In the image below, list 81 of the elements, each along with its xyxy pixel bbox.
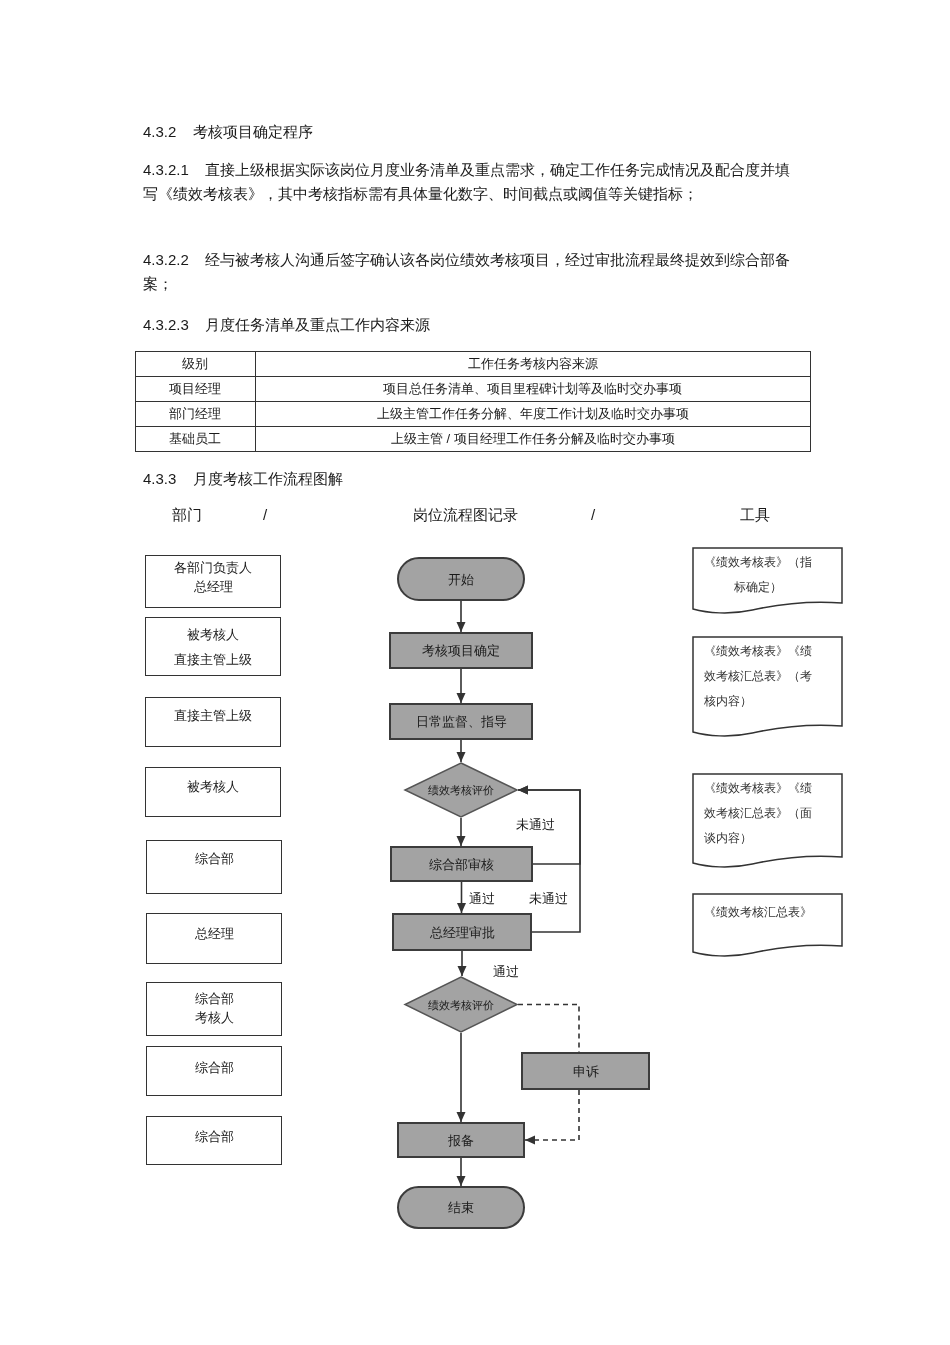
department-box bbox=[146, 913, 282, 964]
document-shape bbox=[692, 547, 843, 614]
step-label: 日常监督、指导 bbox=[415, 713, 507, 731]
department-box bbox=[145, 617, 281, 676]
role-label: 综合部 bbox=[194, 1128, 234, 1146]
role-label: 直接主管上级 bbox=[174, 707, 252, 725]
arrow bbox=[517, 785, 581, 933]
role-label: 总经理 bbox=[193, 578, 233, 596]
job-level-cell: 部门经理 bbox=[135, 401, 256, 427]
document-shape bbox=[692, 636, 843, 737]
step-label: 报备 bbox=[448, 1131, 474, 1150]
slash-separator: / bbox=[591, 505, 596, 525]
content-source-cell: 上级主管 / 项目经理工作任务分解及临时交办事项 bbox=[255, 426, 811, 452]
slash-separator: / bbox=[263, 505, 268, 525]
arrow bbox=[457, 881, 466, 914]
process-box bbox=[389, 703, 533, 740]
role-label: 直接主管上级 bbox=[174, 651, 252, 669]
role-label: 总经理 bbox=[194, 925, 234, 943]
department-box bbox=[145, 555, 281, 608]
column-heading: 部门 bbox=[172, 505, 202, 525]
process-box bbox=[389, 632, 533, 669]
department-box bbox=[145, 767, 281, 817]
arrow bbox=[456, 817, 466, 847]
content-source-cell: 上级主管工作任务分解、年度工作计划及临时交办事项 bbox=[255, 401, 811, 427]
role-label: 综合部 bbox=[194, 1059, 234, 1077]
content-source-cell: 项目总任务清单、项目里程碑计划等及临时交办事项 bbox=[255, 376, 811, 402]
arrow bbox=[456, 600, 466, 633]
section-heading: 4.3.3 月度考核工作流程图解 bbox=[143, 469, 343, 489]
edge-label: 未通过 bbox=[515, 815, 555, 833]
edge-label: 通过 bbox=[469, 889, 495, 907]
paragraph: 4.3.2.1 直接上级根据实际该岗位月度业务清单及重点需求，确定工作任务完成情况及配合度并填写《绩效考核表》，其中考核指标需有具体量化数字、时间截点或阈值等关键指标； bbox=[143, 160, 792, 204]
decision-label: 绩效考核评价 bbox=[428, 782, 494, 798]
document-label: 《绩效考核汇总表》 bbox=[704, 904, 812, 921]
table-header-cell: 级别 bbox=[135, 351, 256, 377]
step-label: 考核项目确定 bbox=[422, 642, 500, 660]
role-label: 考核人 bbox=[194, 1009, 234, 1027]
section-heading: 4.3.2 考核项目确定程序 bbox=[143, 122, 313, 142]
department-box bbox=[146, 1046, 282, 1096]
terminal-shape bbox=[397, 1186, 525, 1229]
department-box bbox=[146, 1116, 282, 1165]
job-level-cell: 项目经理 bbox=[135, 376, 256, 402]
step-label: 综合部审核 bbox=[429, 855, 494, 874]
arrow bbox=[456, 739, 466, 763]
decision-diamond bbox=[404, 976, 518, 1033]
role-label: 各部门负责人 bbox=[174, 559, 252, 577]
process-box bbox=[397, 1122, 525, 1158]
table-header-cell: 工作任务考核内容来源 bbox=[255, 351, 811, 377]
arrow bbox=[456, 1157, 466, 1187]
role-label: 被考核人 bbox=[187, 626, 239, 644]
dashed-arrow bbox=[524, 1089, 580, 1145]
terminal-shape bbox=[397, 557, 525, 601]
document-shape bbox=[692, 773, 843, 868]
step-label: 总经理审批 bbox=[429, 923, 495, 942]
terminal-label: 开始 bbox=[448, 570, 474, 589]
job-level-cell: 基础员工 bbox=[135, 426, 256, 452]
role-label: 被考核人 bbox=[187, 778, 239, 796]
decision-label: 绩效考核评价 bbox=[428, 997, 494, 1012]
arrow bbox=[456, 668, 466, 704]
role-label: 综合部 bbox=[194, 990, 234, 1008]
process-box bbox=[390, 846, 533, 882]
edge-label: 未通过 bbox=[528, 889, 568, 907]
document-shape bbox=[692, 893, 843, 957]
arrow bbox=[456, 1032, 466, 1123]
terminal-label: 结束 bbox=[448, 1199, 474, 1217]
department-box bbox=[146, 982, 282, 1036]
column-heading: 岗位流程图记录 bbox=[413, 505, 518, 525]
arrow bbox=[457, 950, 467, 977]
document-label: 《绩效考核表》（指标确定） bbox=[704, 554, 812, 596]
edge-label: 通过 bbox=[493, 962, 519, 980]
role-label: 综合部 bbox=[194, 850, 234, 868]
decision-diamond bbox=[404, 762, 518, 818]
process-box bbox=[392, 913, 532, 951]
department-box bbox=[145, 697, 281, 747]
document-label: 《绩效考核表》《绩效考核汇总表》（面谈内容） bbox=[704, 780, 812, 847]
paragraph: 4.3.2.2 经与被考核人沟通后签字确认该各岗位绩效考核项目，经过审批流程最终提效到综合部备案； bbox=[143, 250, 792, 294]
section-heading: 4.3.2.3 月度任务清单及重点工作内容来源 bbox=[143, 315, 431, 335]
process-box bbox=[521, 1052, 650, 1090]
department-box bbox=[146, 840, 282, 894]
step-label: 申诉 bbox=[572, 1062, 599, 1081]
document-label: 《绩效考核表》《绩效考核汇总表》（考核内容） bbox=[704, 643, 812, 710]
column-heading: 工具 bbox=[740, 505, 770, 525]
